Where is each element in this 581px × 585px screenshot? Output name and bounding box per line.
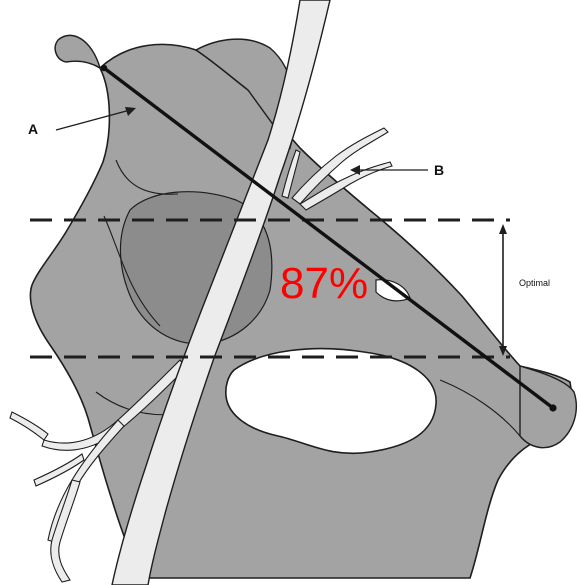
label-optimal: Optimal: [519, 278, 550, 288]
percentage-overlay: 87%: [280, 262, 368, 306]
arrowhead-up: [499, 224, 507, 234]
label-a: A: [28, 121, 38, 137]
bone-tip: [520, 366, 576, 448]
line-end-dot: [101, 65, 107, 71]
vessel-lower: [10, 412, 48, 440]
bone-body: [30, 44, 571, 578]
line-end-dot: [549, 404, 556, 411]
label-b: B: [434, 162, 444, 178]
bone-hook: [55, 35, 100, 68]
